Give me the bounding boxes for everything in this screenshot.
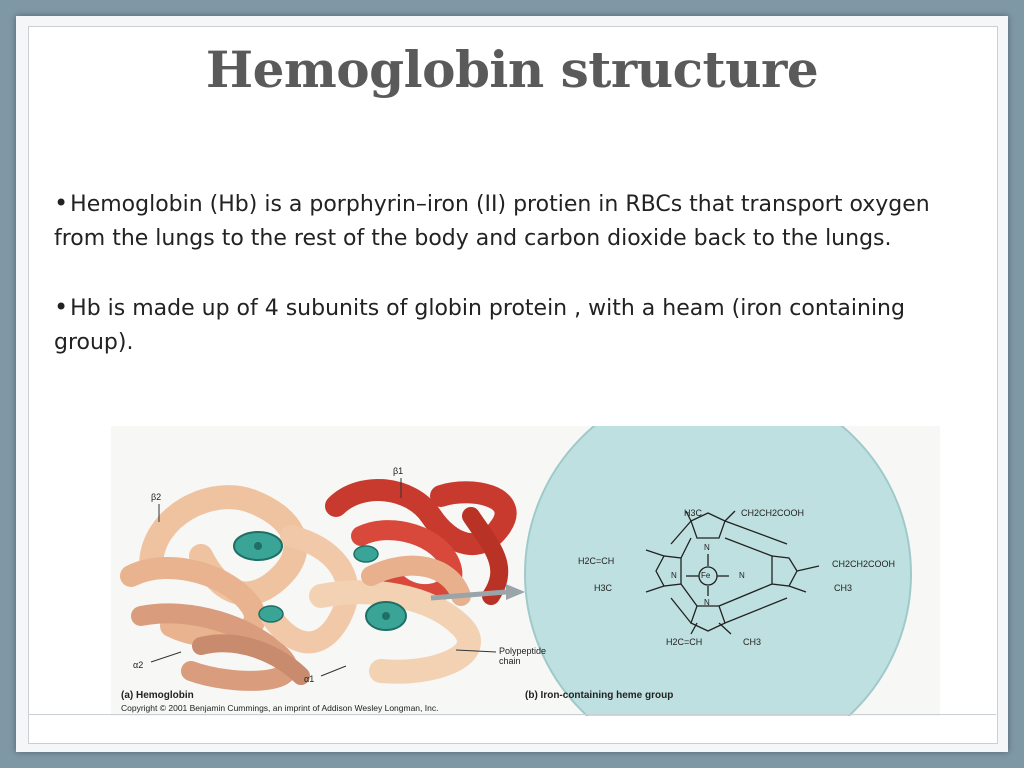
arrow-icon bbox=[430, 584, 525, 601]
heme-label-left-upper: H2C=CH bbox=[578, 556, 615, 566]
bullet-list: •Hemoglobin (Hb) is a porphyrin–iron (II… bbox=[54, 186, 954, 394]
heme-circle bbox=[524, 426, 912, 716]
porphyrin-skeleton bbox=[645, 510, 820, 635]
bullet-item: •Hemoglobin (Hb) is a porphyrin–iron (II… bbox=[54, 186, 954, 256]
heme-label-fe: Fe bbox=[701, 571, 711, 580]
alpha2-label: α2 bbox=[133, 660, 144, 670]
heme-label-bottom-right: CH3 bbox=[743, 637, 762, 647]
polypeptide-label: Polypeptide chain bbox=[499, 646, 547, 666]
bullet-item: •Hb is made up of 4 subunits of globin p… bbox=[54, 290, 954, 360]
heme-label-top-left: H3C bbox=[684, 508, 703, 518]
heme-label-n-top: N bbox=[704, 543, 710, 552]
hemoglobin-figure: β1 β2 α1 α2 Polypeptide chain H3C CH2CH2… bbox=[111, 426, 940, 716]
alpha1-label: α1 bbox=[304, 674, 315, 684]
slide-title: Hemoglobin structure bbox=[205, 40, 819, 99]
leader-lines bbox=[150, 478, 497, 677]
heme-label-n-left: N bbox=[671, 571, 677, 580]
heme-discs bbox=[233, 531, 407, 631]
beta-chains bbox=[325, 479, 517, 605]
beta1-label: β1 bbox=[393, 466, 404, 476]
bottom-divider bbox=[28, 714, 996, 715]
heme-label-right-upper: CH2CH2COOH bbox=[832, 559, 896, 569]
copyright-text: Copyright © 2001 Benjamin Cummings, an i… bbox=[121, 703, 439, 713]
heme-label-n-right: N bbox=[739, 571, 745, 580]
heme-label-left-lower: H3C bbox=[594, 583, 613, 593]
heme-label-n-bottom: N bbox=[704, 598, 710, 607]
bullet-dot-icon: • bbox=[54, 293, 69, 321]
bullet-text: Hemoglobin (Hb) is a porphyrin–iron (II)… bbox=[54, 192, 930, 251]
heme-label-top-right: CH2CH2COOH bbox=[741, 508, 805, 518]
heme-label-right-lower: CH3 bbox=[834, 583, 853, 593]
bullet-text: Hb is made up of 4 subunits of globin pr… bbox=[54, 296, 905, 355]
bullet-dot-icon: • bbox=[54, 189, 69, 217]
heme-label-bottom-left: H2C=CH bbox=[666, 637, 703, 647]
alpha-chains bbox=[120, 485, 481, 691]
caption-b: (b) Iron-containing heme group bbox=[525, 690, 674, 701]
fe-ring bbox=[698, 566, 718, 586]
beta2-label: β2 bbox=[151, 492, 162, 502]
caption-a: (a) Hemoglobin bbox=[121, 690, 194, 701]
hemoglobin-illustration bbox=[120, 426, 912, 716]
